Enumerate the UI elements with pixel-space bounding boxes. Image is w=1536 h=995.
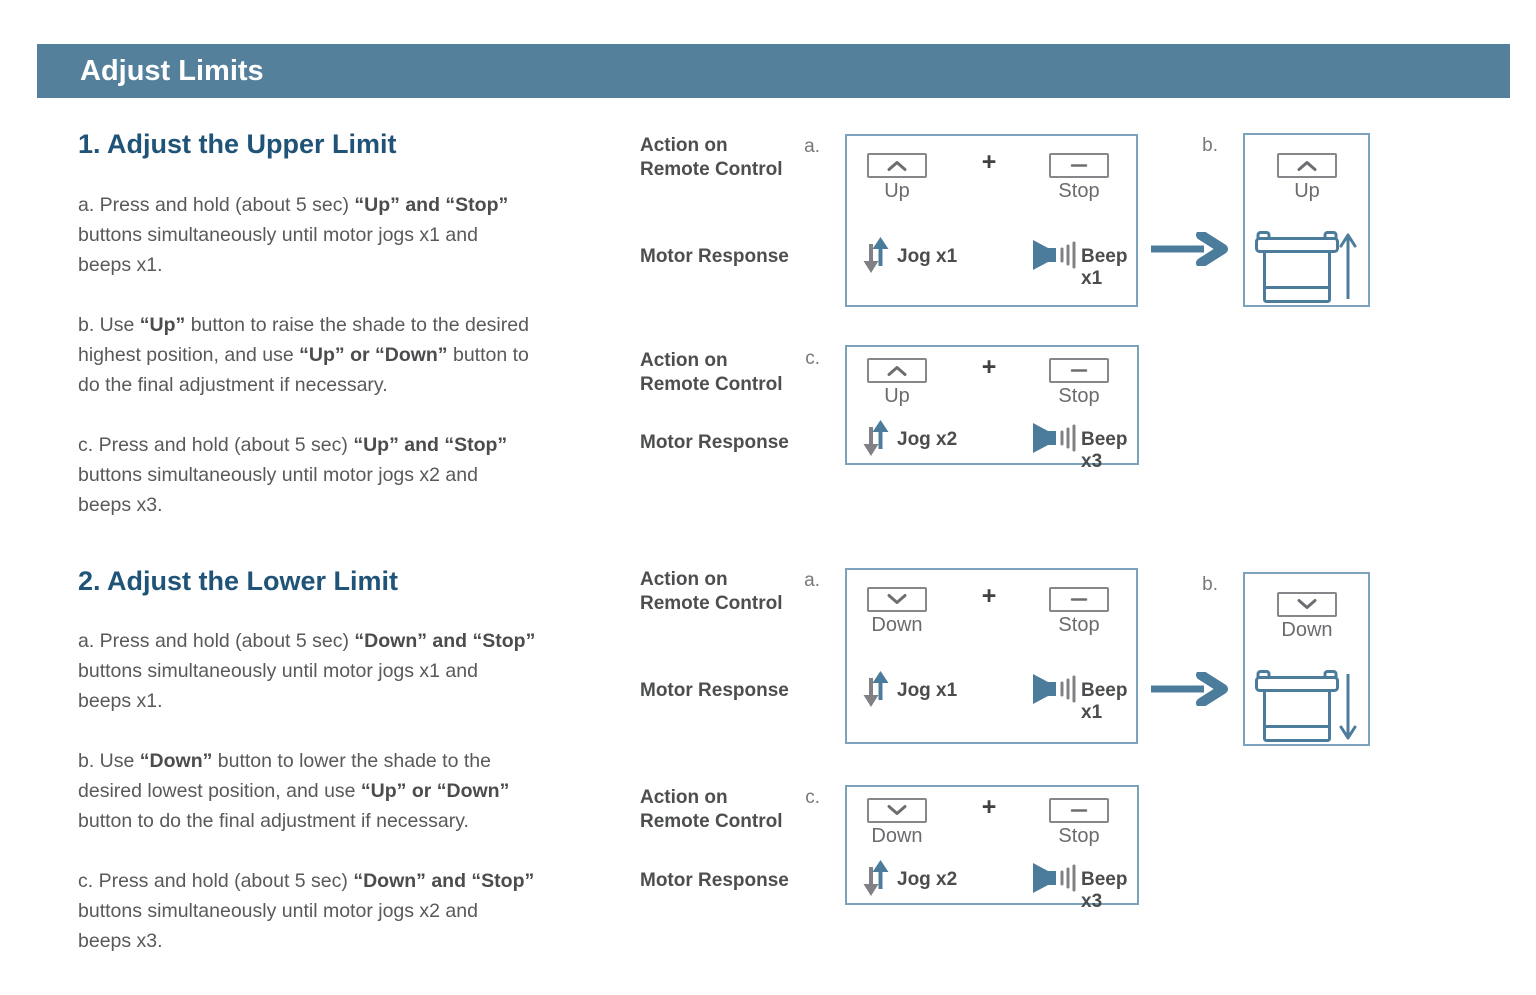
beep-count-label: Beep x1 — [1081, 246, 1128, 289]
section-2-heading: 2. Adjust the Lower Limit — [78, 566, 399, 596]
chevron-down-icon — [883, 592, 911, 607]
action-on-label-line1: Action on — [640, 350, 728, 371]
down-button — [867, 798, 927, 823]
action-on-remote-label: Action on Remote Control — [640, 134, 840, 182]
action-on-remote-label: Action on Remote Control — [640, 568, 840, 616]
motor-response-label: Motor Response — [640, 870, 789, 891]
action-on-label-line1: Action on — [640, 569, 728, 590]
stop-button — [1049, 798, 1109, 823]
section-2-step-c: c. Press and hold (about 5 sec) “Down” a… — [78, 870, 535, 952]
jog-count-label: Jog x1 — [897, 246, 958, 267]
stop-button — [1049, 587, 1109, 612]
diagram-tag-a: a. — [804, 570, 820, 591]
beep-count-label: Beep x3 — [1081, 869, 1128, 912]
action-on-label-line1: Action on — [640, 135, 728, 156]
minus-icon — [1065, 363, 1093, 378]
action-on-remote-label: Action on Remote Control — [640, 349, 840, 397]
down-button-label: Down — [871, 825, 923, 847]
chevron-down-icon — [883, 803, 911, 818]
up-button-label: Up — [884, 385, 910, 407]
stop-button-label: Stop — [1058, 180, 1100, 202]
up-button — [1277, 153, 1337, 178]
diagram-s2-action-box: Down + Stop Jog x1 Beep x1 — [845, 568, 1138, 744]
minus-icon — [1065, 592, 1093, 607]
plus-sign: + — [981, 353, 997, 381]
minus-icon — [1065, 803, 1093, 818]
jog-count-label: Jog x2 — [897, 429, 958, 450]
jog-arrows-icon — [863, 419, 889, 457]
diagram-s1-action-box: Up + Stop Jog x1 Beep x1 — [845, 134, 1138, 307]
section-2-step-a: a. Press and hold (about 5 sec) “Down” a… — [78, 630, 536, 712]
speaker-icon — [1033, 423, 1077, 453]
up-button — [867, 153, 927, 178]
page-title: Adjust Limits — [80, 54, 264, 87]
down-button — [1277, 592, 1337, 617]
diagram-tag-b: b. — [1202, 135, 1218, 156]
jog-count-label: Jog x2 — [897, 869, 958, 890]
plus-sign: + — [981, 148, 997, 176]
arrow-right-icon — [1148, 672, 1230, 706]
diagram-s1-result-box: Up — [1243, 133, 1370, 307]
diagram-tag-b: b. — [1202, 574, 1218, 595]
speaker-icon — [1033, 240, 1077, 270]
action-on-label-line2: Remote Control — [640, 593, 783, 614]
action-on-remote-label: Action on Remote Control — [640, 786, 840, 834]
down-button-label: Down — [871, 614, 923, 636]
motor-response-label: Motor Response — [640, 680, 789, 701]
diagram-tag-c: c. — [805, 348, 820, 369]
diagram-tag-c: c. — [805, 787, 820, 808]
speaker-icon — [1033, 863, 1077, 893]
speaker-icon — [1033, 674, 1077, 704]
up-button — [867, 358, 927, 383]
down-button-label: Down — [1281, 619, 1333, 641]
shade-icon — [1255, 670, 1339, 744]
chevron-up-icon — [1293, 158, 1321, 173]
action-on-label-line2: Remote Control — [640, 811, 783, 832]
motor-response-label: Motor Response — [640, 432, 789, 453]
down-button — [867, 587, 927, 612]
jog-arrows-icon — [863, 236, 889, 274]
section-1-step-b: b. Use “Up” button to raise the shade to… — [78, 314, 529, 396]
jog-arrows-icon — [863, 670, 889, 708]
up-button-label: Up — [1294, 180, 1320, 202]
stop-button-label: Stop — [1058, 385, 1100, 407]
section-1-step-a: a. Press and hold (about 5 sec) “Up” and… — [78, 194, 509, 276]
minus-icon — [1065, 158, 1093, 173]
plus-sign: + — [981, 793, 997, 821]
action-on-label-line1: Action on — [640, 787, 728, 808]
section-1-step-c: c. Press and hold (about 5 sec) “Up” and… — [78, 434, 508, 516]
chevron-down-icon — [1293, 597, 1321, 612]
chevron-up-icon — [883, 363, 911, 378]
jog-arrows-icon — [863, 859, 889, 897]
stop-button — [1049, 358, 1109, 383]
beep-count-label: Beep x1 — [1081, 680, 1128, 723]
diagram-tag-a: a. — [804, 136, 820, 157]
jog-count-label: Jog x1 — [897, 680, 958, 701]
motor-response-label: Motor Response — [640, 246, 789, 267]
stop-button — [1049, 153, 1109, 178]
up-button-label: Up — [884, 180, 910, 202]
action-on-label-line2: Remote Control — [640, 159, 783, 180]
stop-button-label: Stop — [1058, 614, 1100, 636]
chevron-up-icon — [883, 158, 911, 173]
action-on-label-line2: Remote Control — [640, 374, 783, 395]
section-header-bar: Adjust Limits — [37, 44, 1510, 98]
diagram-s2-result-box: Down — [1243, 572, 1370, 746]
shade-icon — [1255, 231, 1339, 305]
beep-count-label: Beep x3 — [1081, 429, 1128, 472]
diagram-s1-action-box-2: Up + Stop Jog x2 Beep x3 — [845, 345, 1139, 472]
plus-sign: + — [981, 582, 997, 610]
section-2-step-b: b. Use “Down” button to lower the shade … — [78, 750, 510, 832]
section-1-heading: 1. Adjust the Upper Limit — [78, 129, 397, 159]
stop-button-label: Stop — [1058, 825, 1100, 847]
arrow-down-icon — [1339, 670, 1357, 742]
arrow-up-icon — [1339, 231, 1357, 303]
arrow-right-icon — [1148, 232, 1230, 266]
diagram-s2-action-box-2: Down + Stop Jog x2 Beep x3 — [845, 785, 1139, 912]
